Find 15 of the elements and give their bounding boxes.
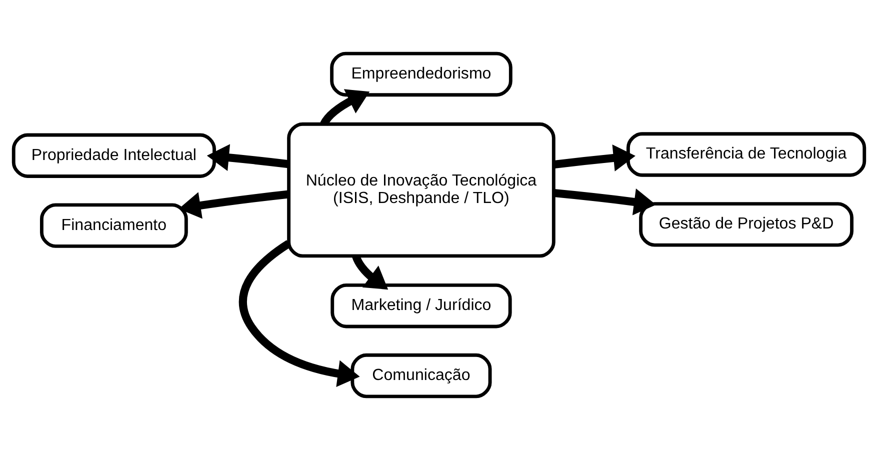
node-box: Propriedade Intelectual	[11, 133, 216, 178]
arrow	[320, 89, 370, 126]
node-box: Gestão de Projetos P&D	[638, 202, 853, 247]
arrow	[206, 144, 289, 172]
node-box: Financiamento	[40, 203, 188, 248]
node-box: Comunicação	[350, 353, 492, 398]
node-box: Marketing / Jurídico	[330, 283, 512, 328]
node-box: Empreendedorismo	[330, 52, 512, 97]
arrow	[352, 254, 388, 290]
node-box: Transferência de Tecnologia	[626, 132, 866, 177]
arrow	[178, 190, 289, 219]
node-box: Núcleo de Inovação Tecnológica (ISIS, Deshpande / TLO)	[286, 122, 555, 258]
arrow	[553, 188, 656, 216]
arrow	[553, 144, 635, 172]
arrow	[238, 240, 360, 388]
